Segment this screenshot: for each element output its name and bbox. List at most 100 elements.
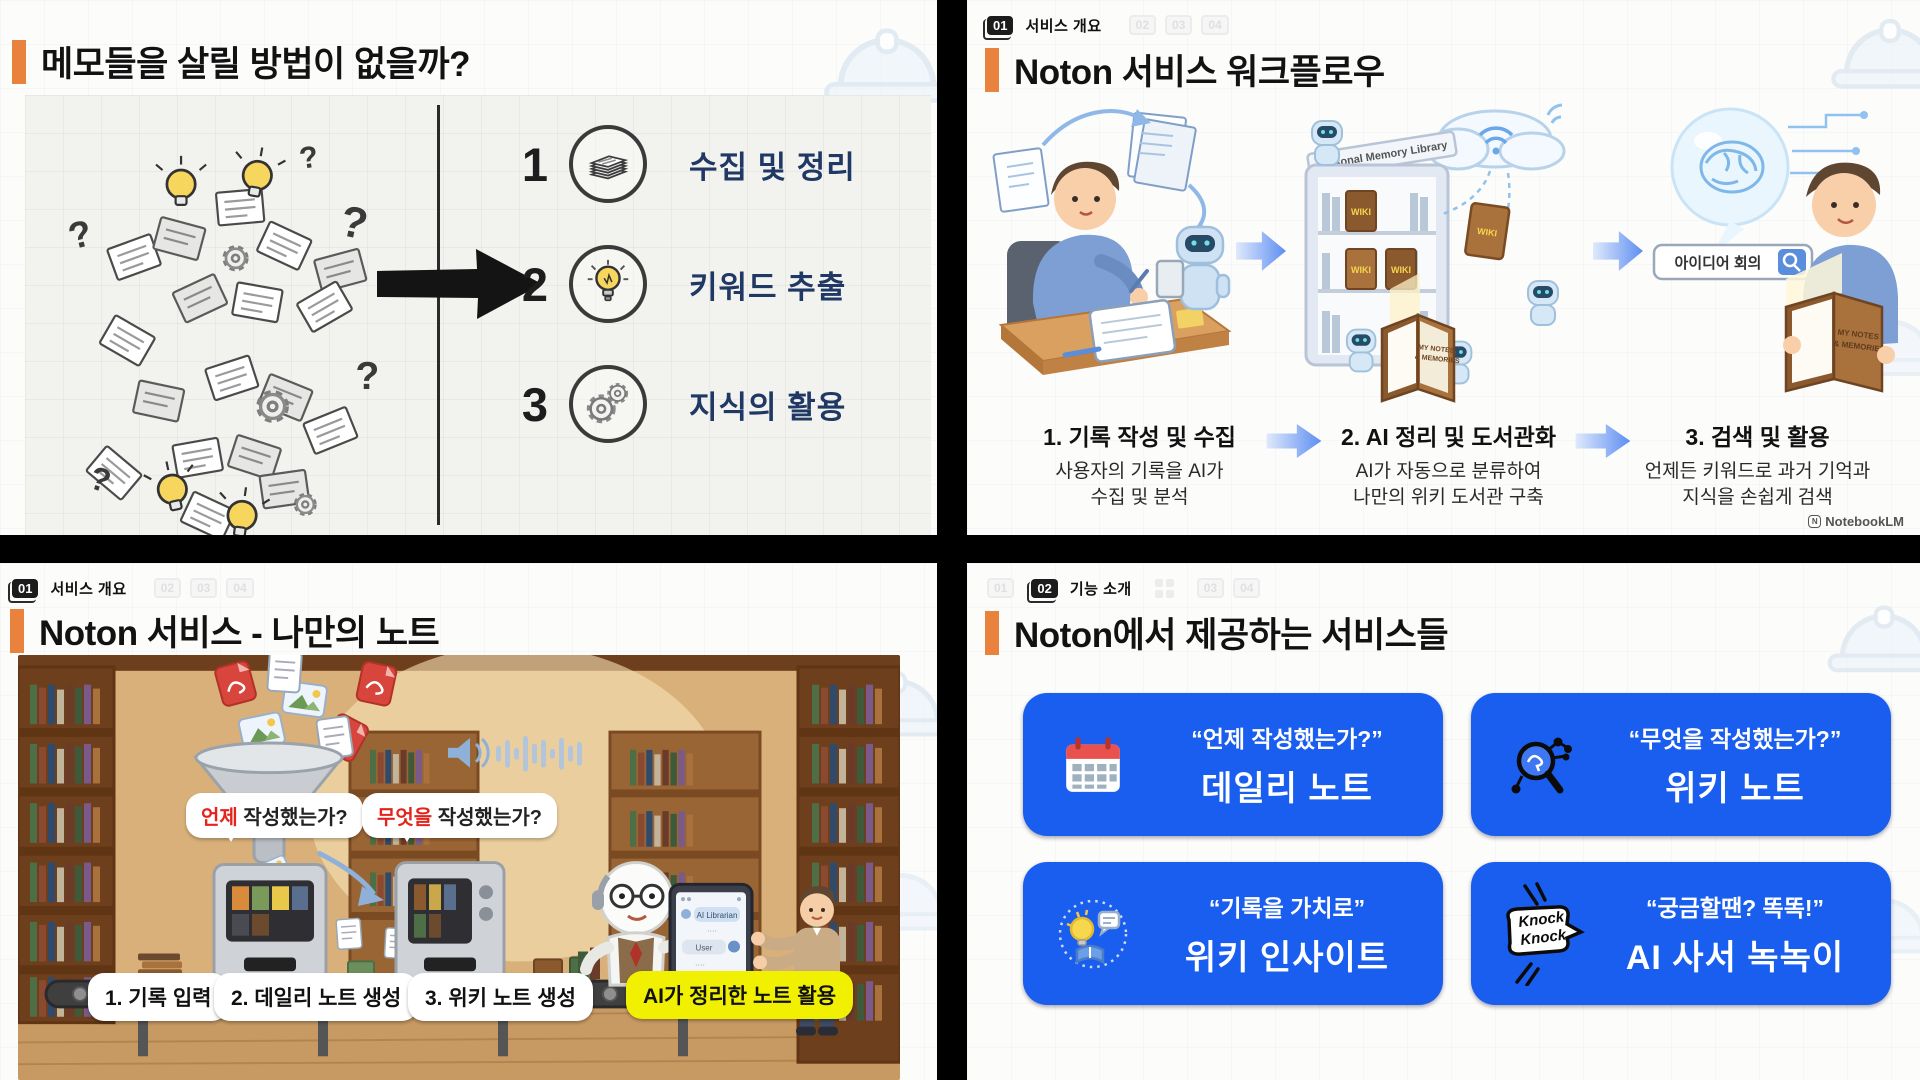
knock-text: Knock bbox=[1517, 908, 1565, 931]
divider bbox=[437, 105, 440, 525]
wiki-book-label: WIKI bbox=[1351, 265, 1371, 275]
ghost-badge-01: 01 bbox=[987, 578, 1015, 598]
card-text: “기록을 가치로” 위키 인사이트 bbox=[1145, 889, 1429, 979]
calendar-icon bbox=[1041, 732, 1145, 798]
slide-features[interactable]: 01 02 기능 소개 03 04 Noton에서 제공하는 서비스들 bbox=[967, 563, 1920, 1080]
section-number-badge: 01 bbox=[7, 578, 39, 603]
speech-bubble-what: 무엇을 작성했는가? bbox=[362, 793, 557, 842]
slide-features-header: Noton에서 제공하는 서비스들 bbox=[985, 607, 1449, 658]
workflow-step-1: 1. 기록 작성 및 수집 사용자의 기록을 AI가 수집 및 분석 bbox=[1013, 418, 1266, 510]
ghost-badge-04: 04 bbox=[226, 578, 254, 598]
card-wiki-note[interactable]: “무엇을 작성했는가?” 위키 노트 bbox=[1471, 693, 1891, 836]
ghost-badge-02: 02 bbox=[1128, 15, 1156, 35]
search-query-label: 아이디어 회의 bbox=[1675, 254, 1762, 272]
wiki-book-label: WIKI bbox=[1391, 265, 1411, 275]
problem-illustration-panel: ? ? ? ? ? 1 bbox=[25, 95, 931, 535]
circle-badge bbox=[569, 365, 647, 443]
flow-label: 수집 및 정리 bbox=[689, 149, 856, 185]
accent-bar bbox=[12, 39, 26, 84]
step-number: 1 bbox=[521, 137, 549, 191]
circle-badge bbox=[569, 125, 647, 203]
ghost-badge-03: 03 bbox=[1196, 578, 1225, 598]
step-desc: AI가 자동으로 분류하여 나만의 위키 도서관 구축 bbox=[1353, 461, 1544, 508]
transform-arrow-icon bbox=[377, 249, 542, 319]
step-desc: 사용자의 기록을 AI가 수집 및 분석 bbox=[1055, 461, 1224, 508]
slide-note[interactable]: 01 서비스 개요 02 03 04 Noton 서비스 - 나만의 노트 bbox=[0, 563, 937, 1080]
card-text: “무엇을 작성했는가?” 위키 노트 bbox=[1593, 720, 1877, 810]
card-quote: “언제 작성했는가?” bbox=[1191, 725, 1383, 752]
svg-text:?: ? bbox=[336, 197, 372, 249]
section-badge-row: 01 서비스 개요 02 03 04 bbox=[7, 575, 254, 603]
page-title: Noton 서비스 워크플로우 bbox=[1014, 53, 1385, 92]
helmet-watermark-icon bbox=[1831, 19, 1920, 89]
scene-writing-illustration bbox=[992, 109, 1232, 375]
page-title: Noton 서비스 - 나만의 노트 bbox=[39, 614, 440, 653]
card-daily-note[interactable]: “언제 작성했는가?” 데일리 노트 bbox=[1023, 693, 1443, 836]
idea-insight-icon bbox=[1041, 898, 1145, 970]
svg-text:?: ? bbox=[355, 354, 379, 398]
card-quote: “무엇을 작성했는가?” bbox=[1628, 725, 1842, 752]
page-title: Noton에서 제공하는 서비스들 bbox=[1014, 616, 1449, 655]
arrow-right-icon bbox=[1592, 231, 1643, 271]
card-name: AI 사서 녹녹이 bbox=[1625, 938, 1845, 977]
section-number-badge: 01 bbox=[982, 15, 1014, 40]
slide-problem[interactable]: 메모들을 살릴 방법이 없을까? bbox=[0, 0, 937, 535]
ghost-grid-icon bbox=[1154, 578, 1174, 598]
wiki-book-label: WIKI bbox=[1476, 226, 1497, 239]
card-ai-librarian[interactable]: Knock Knock “궁금할땐? 똑똑!” AI 사서 녹녹이 bbox=[1471, 862, 1891, 1005]
card-quote: “궁금할땐? 똑똑!” bbox=[1645, 894, 1825, 921]
section-badge-row: 01 서비스 개요 02 03 04 bbox=[982, 12, 1229, 40]
slide-note-header: Noton 서비스 - 나만의 노트 bbox=[10, 605, 440, 656]
workflow-steps: 1. 기록 작성 및 수집 사용자의 기록을 AI가 수집 및 분석 2. AI… bbox=[1013, 418, 1884, 510]
notebooklm-logo-icon: N bbox=[1808, 515, 1822, 528]
pill-step-3: 3. 위키 노트 생성 bbox=[408, 973, 593, 1021]
step-title: 1. 기록 작성 및 수집 bbox=[1043, 424, 1236, 450]
flow-label: 키워드 추출 bbox=[689, 269, 847, 305]
section-label: 기능 소개 bbox=[1069, 580, 1132, 598]
ghost-badge-02: 02 bbox=[153, 578, 181, 598]
svg-text:?: ? bbox=[297, 140, 320, 176]
card-wiki-insight[interactable]: “기록을 가치로” 위키 인사이트 bbox=[1023, 862, 1443, 1005]
lightbulb-icon bbox=[587, 259, 629, 302]
knock-knock-icon: Knock Knock bbox=[1489, 881, 1593, 986]
accent-bar bbox=[985, 610, 999, 655]
flow-label: 지식의 활용 bbox=[689, 389, 847, 425]
book-cover-label: & MEMORIES bbox=[1414, 354, 1460, 366]
step-number: 2 bbox=[521, 257, 549, 311]
workflow-illustration: Personal Memory Library WIKI WIKI WIKI bbox=[981, 92, 1912, 410]
ghost-badge-03: 03 bbox=[1165, 15, 1193, 35]
chat-bot-label: AI Librarian bbox=[697, 911, 738, 920]
ghost-badge-04: 04 bbox=[1201, 15, 1229, 35]
slide-workflow-header: Noton 서비스 워크플로우 bbox=[985, 44, 1385, 95]
pill-step-2: 2. 데일리 노트 생성 bbox=[214, 973, 419, 1021]
flow-item-knowledge: 3 지식의 활용 bbox=[517, 361, 846, 447]
helmet-watermark-icon bbox=[1827, 605, 1920, 673]
gears-icon bbox=[586, 382, 629, 424]
card-name: 위키 노트 bbox=[1665, 769, 1805, 808]
slide-problem-header: 메모들을 살릴 방법이 없을까? bbox=[12, 36, 470, 87]
feature-cards: “언제 작성했는가?” 데일리 노트 bbox=[1023, 693, 1891, 1005]
workflow-step-3: 3. 검색 및 활용 언제든 키워드로 과거 기억과 지식을 손쉽게 검색 bbox=[1631, 418, 1884, 510]
pill-step-1: 1. 기록 입력 bbox=[88, 973, 229, 1021]
workflow-step-2: 2. AI 정리 및 도서관화 AI가 자동으로 분류하여 나만의 위키 도서관… bbox=[1322, 418, 1575, 510]
pill-ai-notes-highlight: AI가 정리한 노트 활용 bbox=[626, 971, 854, 1019]
card-text: “궁금할땐? 똑똑!” AI 사서 녹녹이 bbox=[1593, 889, 1877, 979]
knock-text: Knock bbox=[1519, 926, 1567, 949]
slide-workflow[interactable]: 01 서비스 개요 02 03 04 Noton 서비스 워크플로우 bbox=[967, 0, 1920, 535]
messy-notes-doodle: ? ? ? ? ? bbox=[64, 140, 379, 535]
card-text: “언제 작성했는가?” 데일리 노트 bbox=[1145, 720, 1429, 810]
speech-bubble-when: 언제 작성했는가? bbox=[186, 793, 363, 842]
page-title: 메모들을 살릴 방법이 없을까? bbox=[41, 45, 470, 84]
note-factory-illustration: AI Librarian .... User .... bbox=[18, 655, 900, 1080]
arrow-right-icon bbox=[1575, 424, 1631, 458]
card-name: 데일리 노트 bbox=[1201, 769, 1373, 808]
accent-bar bbox=[985, 47, 999, 92]
search-network-icon bbox=[1489, 730, 1593, 800]
arrow-right-icon bbox=[1266, 424, 1322, 458]
ghost-badge-04: 04 bbox=[1233, 578, 1261, 598]
accent-bar bbox=[10, 608, 24, 653]
svg-text:?: ? bbox=[64, 211, 96, 257]
arrow-right-icon bbox=[1236, 231, 1287, 271]
section-number-badge: 02 bbox=[1027, 578, 1058, 603]
